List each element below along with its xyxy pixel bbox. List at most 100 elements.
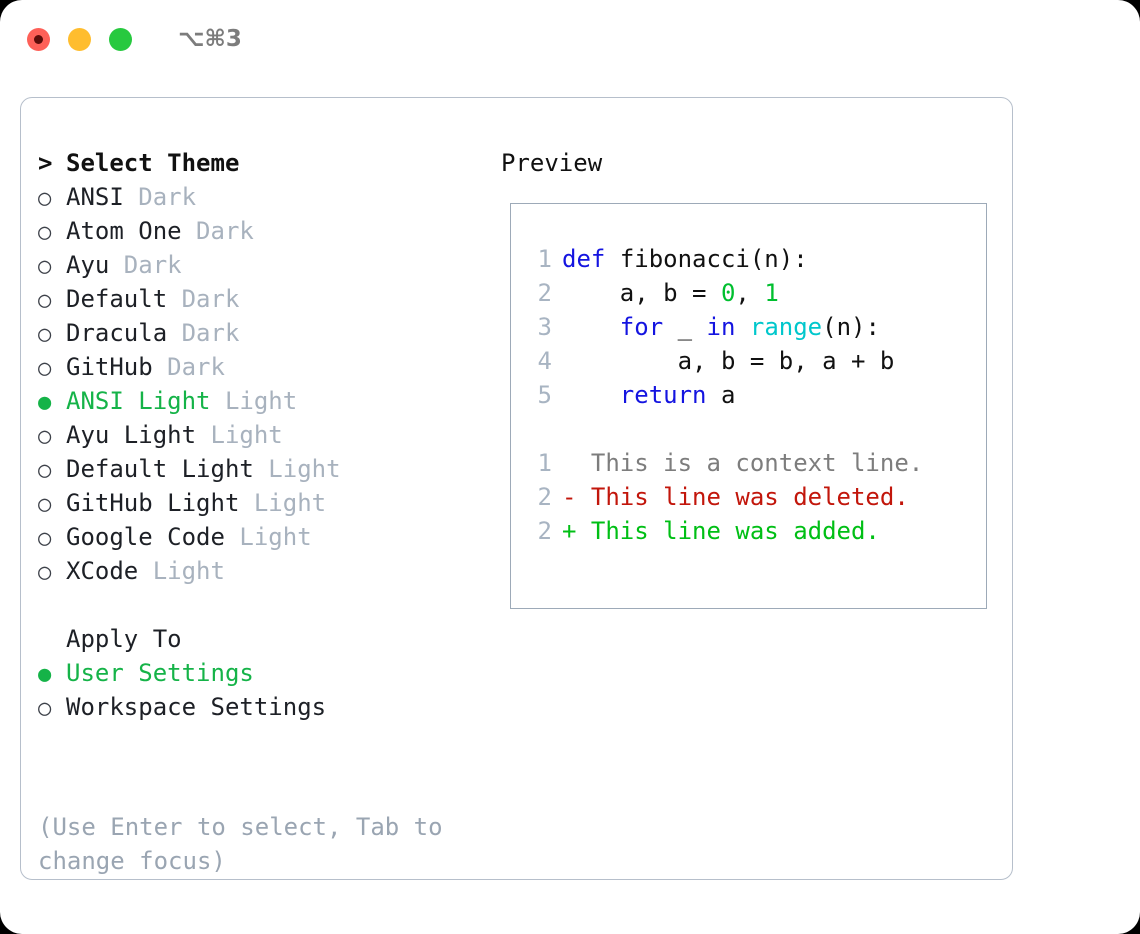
theme-option-variant-tag: Dark: [167, 285, 240, 313]
code-line-text: a, b = b, a + b: [552, 344, 895, 378]
radio-unselected-icon[interactable]: ○: [38, 526, 52, 551]
theme-option-variant-tag: Light: [253, 455, 341, 483]
code-token: (n):: [822, 313, 880, 341]
apply-to-list: ● User Settings ○ Workspace Settings: [38, 656, 498, 724]
code-line: 5 return a: [526, 378, 976, 412]
theme-option-row[interactable]: ○ Google Code Light: [38, 520, 498, 554]
diff-line: 2+ This line was added.: [526, 514, 976, 548]
theme-option-row[interactable]: ○Default Light Light: [38, 452, 498, 486]
keyboard-shortcut-label: ⌥⌘3: [178, 26, 242, 52]
radio-unselected-icon[interactable]: ○: [38, 288, 52, 313]
code-line-number: 2: [537, 279, 552, 307]
theme-selector-column: >Select Theme ○ANSI Dark○Atom One Dark○A…: [38, 146, 498, 724]
radio-unselected-icon[interactable]: ○: [38, 458, 52, 483]
theme-option-row[interactable]: ○ Ayu Light Light: [38, 418, 498, 452]
code-token: [605, 245, 619, 273]
code-token: range: [749, 313, 823, 341]
theme-option-variant-tag: Light: [138, 557, 225, 585]
theme-option-name: Ayu: [66, 251, 110, 279]
code-token: ,: [735, 279, 765, 307]
radio-unselected-icon[interactable]: ○: [38, 560, 52, 585]
theme-option-row[interactable]: ○GitHub Light Light: [38, 486, 498, 520]
radio-unselected-icon[interactable]: ○: [38, 492, 52, 517]
diff-line-text: + This line was added.: [562, 517, 880, 545]
radio-unselected-icon[interactable]: ○: [38, 696, 52, 721]
maximize-button-icon[interactable]: [109, 27, 132, 51]
theme-option-variant-tag: Dark: [181, 217, 254, 245]
theme-option-variant-tag: Light: [196, 421, 283, 449]
list-spacer: [38, 588, 498, 622]
radio-unselected-icon[interactable]: ○: [38, 356, 52, 381]
code-line-text: def fibonacci(n):: [552, 242, 808, 276]
theme-option-variant-tag: Light: [210, 387, 298, 415]
apply-to-option-row[interactable]: ○ Workspace Settings: [38, 690, 498, 724]
code-line: 4 a, b = b, a + b: [526, 344, 976, 378]
theme-option-variant-tag: Dark: [123, 183, 197, 211]
code-line-text: for _ in range(n):: [552, 310, 880, 344]
theme-option-name: GitHub: [66, 353, 153, 381]
theme-option-row[interactable]: ○Atom One Dark: [38, 214, 498, 248]
theme-option-variant-tag: Dark: [109, 251, 182, 279]
radio-unselected-icon[interactable]: ○: [38, 186, 52, 211]
diff-line-number: 1: [537, 449, 552, 477]
theme-option-row[interactable]: ●ANSI Light Light: [38, 384, 498, 418]
select-theme-heading-label: Select Theme: [66, 149, 240, 177]
preview-column: Preview: [501, 146, 1001, 180]
minimize-button-icon[interactable]: [68, 27, 91, 51]
apply-to-option-name: Workspace Settings: [66, 693, 327, 721]
theme-option-row[interactable]: ○ Ayu Dark: [38, 248, 498, 282]
code-token: [735, 313, 749, 341]
code-line-number: 1: [537, 245, 552, 273]
code-token: def: [562, 245, 606, 273]
code-line-number: 3: [537, 313, 552, 341]
code-token: [562, 381, 620, 409]
theme-option-name: XCode: [66, 557, 139, 585]
code-token: return: [619, 381, 707, 409]
apply-to-option-row[interactable]: ● User Settings: [38, 656, 498, 690]
radio-unselected-icon[interactable]: ○: [38, 322, 52, 347]
code-token: 1: [764, 279, 779, 307]
code-line-text: return a: [552, 378, 736, 412]
title-bar: ⌥⌘3: [0, 0, 1140, 78]
theme-option-variant-tag: Dark: [167, 319, 240, 347]
code-token: _: [663, 313, 707, 341]
theme-option-variant-tag: Dark: [152, 353, 225, 381]
theme-option-row[interactable]: ○Dracula Dark: [38, 316, 498, 350]
radio-unselected-icon[interactable]: ○: [38, 254, 52, 279]
code-line-number: 4: [537, 347, 552, 375]
close-button-icon[interactable]: [27, 27, 50, 51]
radio-unselected-icon[interactable]: ○: [38, 220, 52, 245]
code-token: a, b = b, a + b: [562, 347, 895, 375]
window-controls: [27, 27, 132, 51]
diff-line: 2- This line was deleted.: [526, 480, 976, 514]
code-line-number: 5: [537, 381, 552, 409]
diff-line: 1 This is a context line.: [526, 446, 976, 480]
code-token: (n):: [749, 245, 808, 273]
theme-option-row[interactable]: ○ANSI Dark: [38, 180, 498, 214]
code-token: fibonacci: [619, 245, 750, 273]
apply-to-option-name: User Settings: [66, 659, 254, 687]
theme-option-variant-tag: Light: [239, 489, 327, 517]
code-token: a, b =: [562, 279, 721, 307]
theme-option-row[interactable]: ○ XCode Light: [38, 554, 498, 588]
radio-selected-icon[interactable]: ●: [38, 662, 52, 687]
close-dot-core: [34, 34, 43, 44]
theme-option-row[interactable]: ○ GitHub Dark: [38, 350, 498, 384]
apply-to-heading: Apply To: [66, 625, 182, 653]
theme-list: ○ANSI Dark○Atom One Dark○Ayu Dark○Defaul…: [38, 180, 498, 588]
keyboard-hint-text: (Use Enter to select, Tab to change focu…: [38, 813, 458, 875]
theme-option-name: Google Code: [66, 523, 225, 551]
diff-line-text: - This line was deleted.: [562, 483, 909, 511]
theme-option-name: Ayu Light: [66, 421, 197, 449]
code-line-text: a, b = 0, 1: [552, 276, 779, 310]
radio-unselected-icon[interactable]: ○: [38, 424, 52, 449]
code-token: 0: [720, 279, 736, 307]
theme-option-variant-tag: Light: [224, 523, 312, 551]
radio-selected-icon[interactable]: ●: [38, 390, 52, 415]
diff-line-text: This is a context line.: [562, 449, 924, 477]
code-token: in: [706, 313, 736, 341]
theme-option-row[interactable]: ○Default Dark: [38, 282, 498, 316]
diff-lines: 1 This is a context line.2- This line wa…: [526, 446, 976, 548]
main-panel: >Select Theme ○ANSI Dark○Atom One Dark○A…: [20, 97, 1013, 880]
